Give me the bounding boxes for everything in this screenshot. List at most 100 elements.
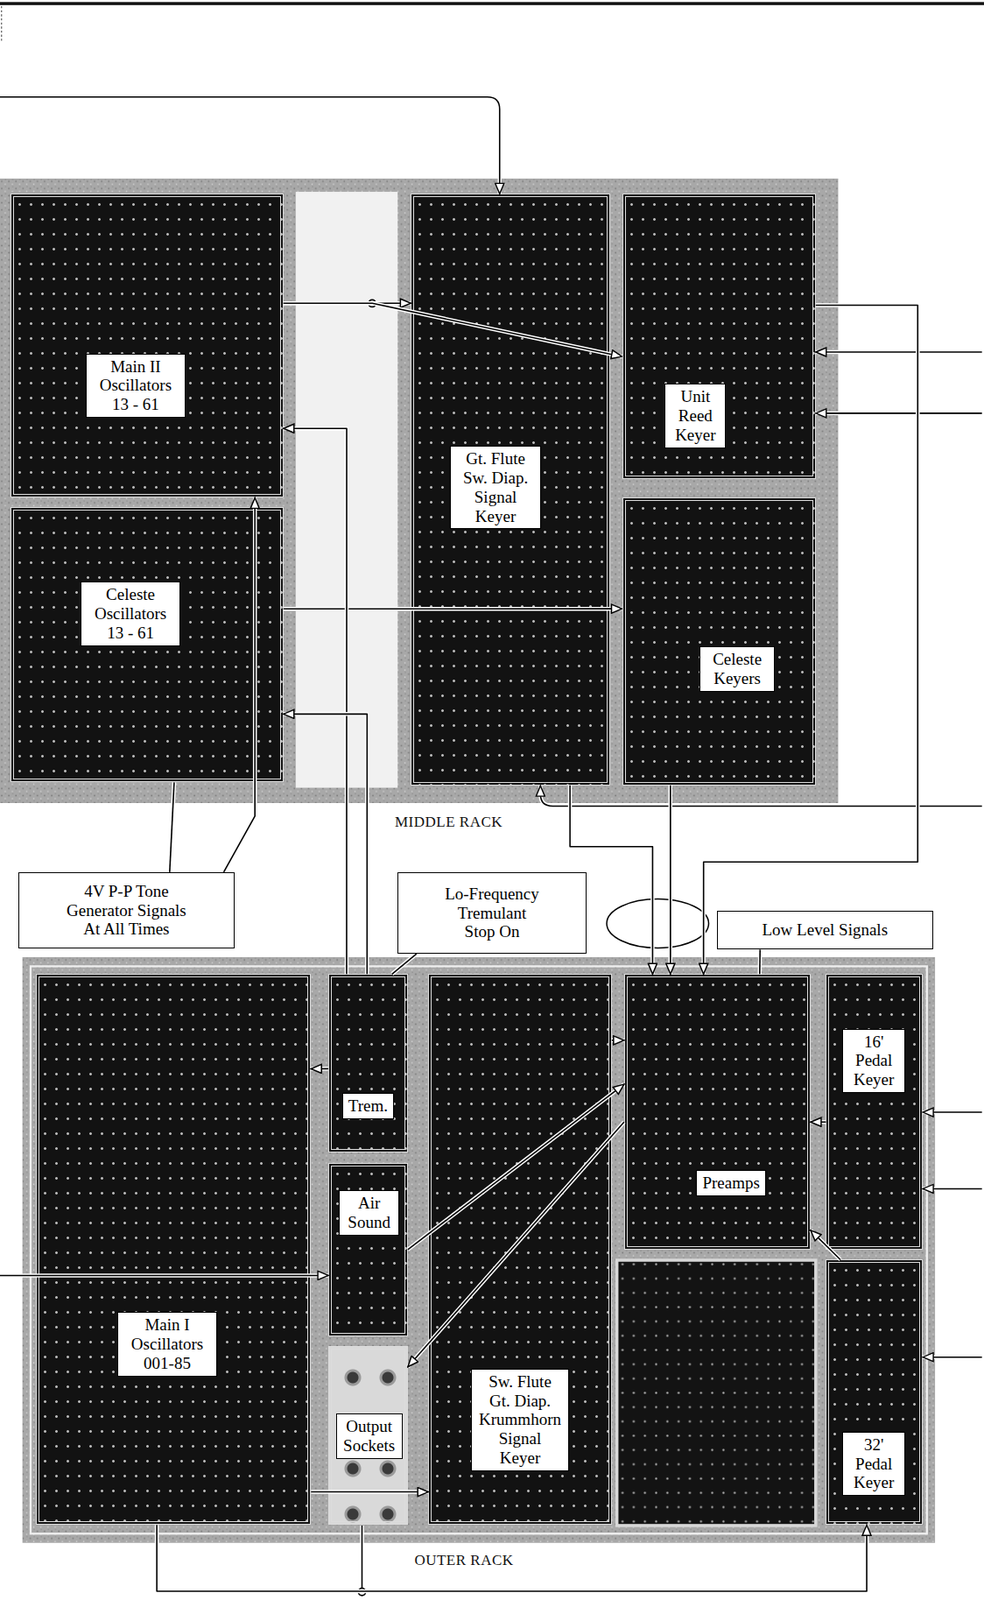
- label-text: Output Sockets: [342, 1416, 397, 1455]
- callout-box: Low Level Signals: [716, 910, 934, 949]
- connector-halo: [611, 1038, 625, 1043]
- wire-halo: [922, 1110, 983, 1114]
- signal-connector: [810, 1121, 826, 1123]
- signal-wire: [922, 1110, 983, 1113]
- connector-line: [156, 1524, 867, 1591]
- label-text: Lo-Frequency Tremulant Stop On: [442, 884, 542, 942]
- middle-rack-frame: [0, 178, 838, 803]
- wire-halos: [0, 97, 983, 1592]
- circuit-panel: Main II Oscillators 13 - 61: [10, 193, 284, 498]
- signal-connector: [169, 781, 175, 872]
- signal-wire: [361, 1525, 364, 1592]
- panel-label: Main I Oscillators 001-85: [117, 1311, 218, 1377]
- connector-halo: [283, 301, 412, 306]
- wire-halo: [0, 97, 500, 195]
- signal-wire: [815, 351, 983, 353]
- signal-connector: [283, 428, 347, 974]
- connector-halo: [169, 781, 175, 872]
- circuit-panel: Output Sockets: [328, 1345, 408, 1525]
- connector-line: [310, 1068, 329, 1070]
- highlight-oval: [606, 899, 709, 949]
- signal-wire: [815, 412, 983, 415]
- page-edge-mark: [0, 6, 2, 42]
- connector-line: [759, 948, 761, 974]
- label-text: Air Sound: [344, 1193, 394, 1232]
- label-text: 16' Pedal Keyer: [848, 1032, 900, 1090]
- panel-label: Trem.: [342, 1092, 394, 1119]
- outer-rack-rim: [30, 965, 928, 1533]
- connector-line: [283, 302, 412, 304]
- connector-halo: [156, 1524, 867, 1591]
- signal-wire: [0, 97, 500, 195]
- panel-label: 32' Pedal Keyer: [842, 1431, 906, 1497]
- panel-label: Gt. Flute Sw. Diap. Signal Keyer: [449, 445, 542, 529]
- label-text: 32' Pedal Keyer: [848, 1434, 900, 1493]
- label-text: Low Level Signals: [762, 920, 889, 940]
- circuit-panel: Sw. Flute Gt. Diap. Krummhorn Signal Key…: [428, 973, 612, 1525]
- panel-label: Unit Reed Keyer: [664, 383, 726, 449]
- rack-strip: [295, 191, 398, 788]
- wire-halo: [540, 785, 982, 806]
- signal-connector: [283, 302, 412, 304]
- signal-connector: [392, 953, 417, 974]
- circuit-panel: 16' Pedal Keyer: [825, 973, 923, 1249]
- page-rule: [0, 1, 984, 5]
- signal-wire: [922, 1356, 983, 1358]
- circuit-board: [617, 1259, 816, 1526]
- circuit-panel: Main I Oscillators 001-85: [35, 973, 311, 1525]
- wire-halo: [815, 411, 983, 415]
- junction-dot: [358, 1588, 366, 1596]
- label-text: Preamps: [702, 1173, 760, 1193]
- connector-halo: [810, 1119, 826, 1125]
- label-text: Unit Reed Keyer: [670, 386, 720, 445]
- circuit-panel: 32' Pedal Keyer: [825, 1258, 923, 1525]
- outer-rack-frame: [22, 956, 935, 1543]
- panel-label: Celeste Oscillators 13 - 61: [80, 581, 181, 647]
- label-text: Celeste Keyers: [705, 649, 769, 689]
- label-text: 4V P-P Tone Generator Signals At All Tim…: [60, 881, 192, 940]
- circuit-panel: Celeste Keyers: [622, 497, 816, 785]
- wire-halo: [359, 1525, 364, 1592]
- connector-halo: [283, 428, 347, 974]
- circuit-panel: Gt. Flute Sw. Diap. Signal Keyer: [410, 193, 610, 786]
- rack-label: OUTER RACK: [411, 1551, 516, 1569]
- connector-halo: [668, 785, 674, 975]
- connector-halo: [758, 948, 763, 974]
- circuit-panel: Preamps: [624, 973, 811, 1249]
- connector-halo: [283, 713, 368, 974]
- signal-wire: [922, 1187, 983, 1190]
- label-text: Celeste Oscillators 13 - 61: [86, 584, 175, 643]
- signal-connector: [156, 1524, 867, 1591]
- signal-wire: [540, 785, 982, 806]
- connector-line: [283, 428, 347, 974]
- panel-label: Sw. Flute Gt. Diap. Krummhorn Signal Key…: [470, 1368, 570, 1471]
- label-text: Main II Oscillators 13 - 61: [91, 357, 180, 415]
- circuit-panel: Air Sound: [328, 1162, 408, 1336]
- wire-halo: [922, 1186, 983, 1190]
- panel-label: Preamps: [695, 1169, 766, 1196]
- label-text: Gt. Flute Sw. Diap. Signal Keyer: [456, 449, 535, 526]
- label-text: Main I Oscillators 001-85: [123, 1314, 211, 1373]
- panel-label: Main II Oscillators 13 - 61: [85, 353, 186, 419]
- rack-label: MIDDLE RACK: [392, 813, 506, 831]
- panel-label: 16' Pedal Keyer: [842, 1028, 906, 1094]
- junction-dot: [368, 299, 376, 307]
- wire-halo: [815, 350, 983, 354]
- wires: [0, 97, 983, 1592]
- label-text: Trem.: [348, 1096, 388, 1116]
- signal-connector: [759, 948, 760, 974]
- callout-box: 4V P-P Tone Generator Signals At All Tim…: [18, 871, 235, 949]
- connector-line: [169, 781, 175, 872]
- signal-connector: [669, 785, 671, 975]
- wire-halo: [922, 1354, 983, 1358]
- connector-halo: [392, 953, 417, 974]
- connector-line: [669, 785, 672, 975]
- signal-connector: [611, 1039, 625, 1041]
- signal-connector: [310, 1068, 329, 1069]
- signal-connector: [283, 713, 368, 974]
- connector-line: [611, 1039, 625, 1041]
- label-text: Sw. Flute Gt. Diap. Krummhorn Signal Key…: [477, 1371, 563, 1468]
- panel-label: Output Sockets: [336, 1412, 403, 1459]
- panel-label: Air Sound: [338, 1189, 400, 1236]
